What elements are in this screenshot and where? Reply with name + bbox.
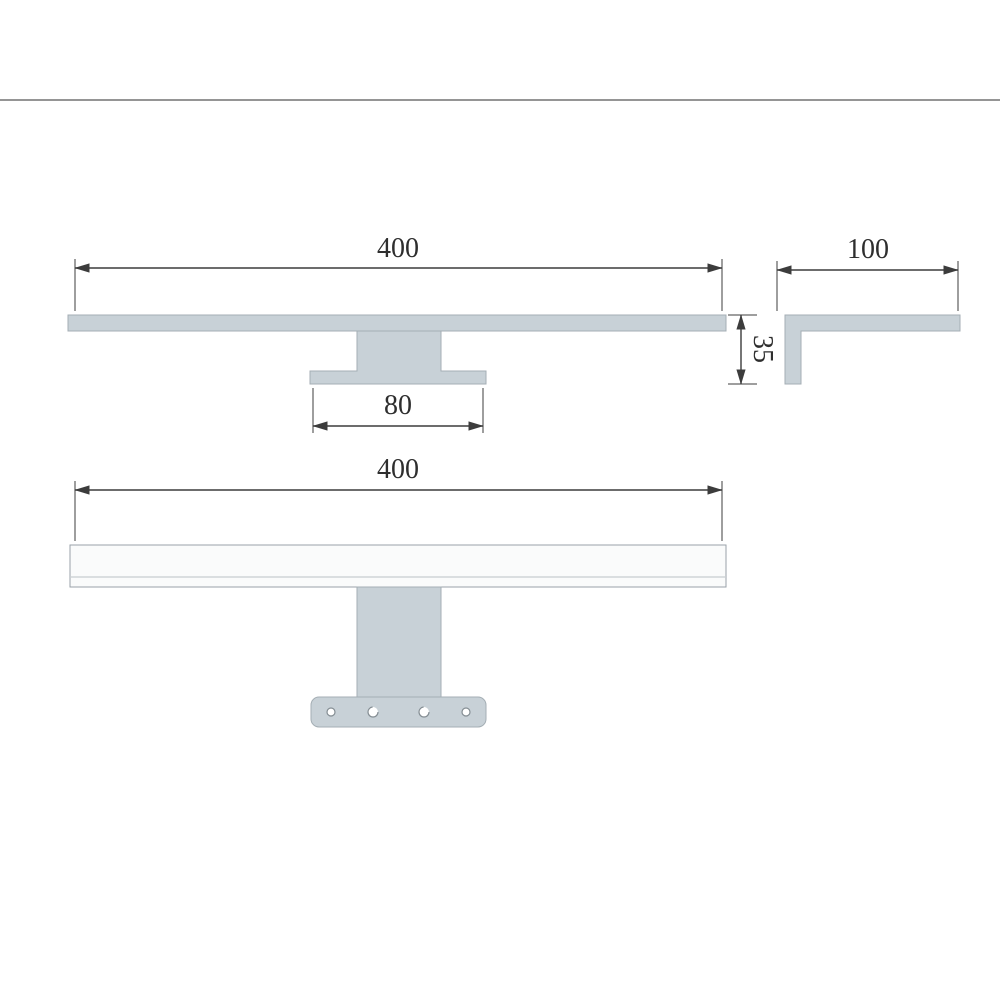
dim-label-bracket: 80 xyxy=(384,390,412,421)
keyhole-slot-left xyxy=(367,706,379,718)
dim-label-width-top: 400 xyxy=(377,233,419,264)
end-view: 100 xyxy=(776,234,961,385)
front-view-mount-stem xyxy=(356,586,442,698)
dim-label-height: 35 xyxy=(747,335,778,363)
side-view-mount-bracket xyxy=(309,330,487,385)
keyhole-slot-right xyxy=(418,706,430,718)
mounting-hole-left xyxy=(326,707,336,717)
side-profile-view: 400 35 80 xyxy=(67,233,778,433)
dim-label-width-front: 400 xyxy=(377,454,419,485)
front-view-base-plate xyxy=(310,696,487,728)
side-view-lamp-bar xyxy=(67,314,727,332)
front-view-lamp-bar xyxy=(69,544,727,588)
end-view-profile xyxy=(784,314,961,385)
front-view: 400 xyxy=(69,454,727,728)
mounting-hole-right xyxy=(461,707,471,717)
dim-label-depth: 100 xyxy=(847,234,889,265)
